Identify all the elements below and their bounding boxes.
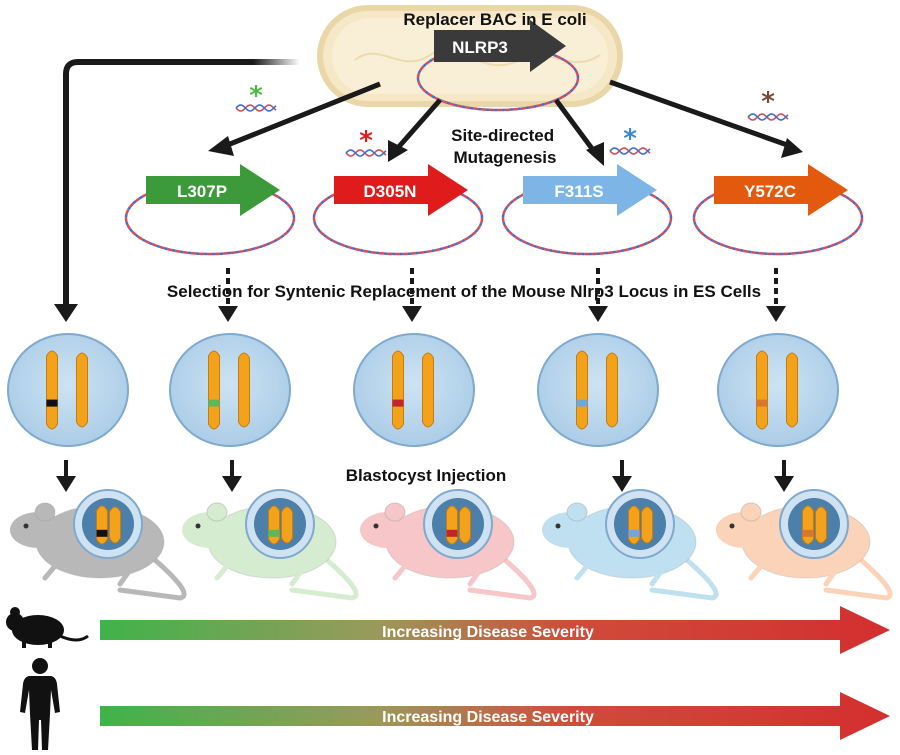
chromosome [76,352,88,428]
chromosome [446,505,458,545]
mutation-label: L307P [177,182,227,201]
mutation-band [268,529,280,537]
down-arrowhead [766,306,786,322]
chromosome [802,505,814,545]
mutation-band [46,399,58,407]
chromosome [606,352,618,428]
mutagenesis-arrows [224,79,791,156]
mutation-star-icon: * [623,124,637,154]
diagram-title: Replacer BAC in E coli [403,10,586,29]
mouse-severity-label: Increasing Disease Severity [382,624,594,641]
mouse [716,489,893,601]
down-arrowhead [588,306,608,322]
chromosome [208,350,220,430]
mouse [542,489,719,601]
wildtype-path-arrowhead [54,304,78,322]
es-cell [537,333,659,447]
chromosome [786,352,798,428]
chromosome [46,350,58,430]
human-severity-arrow [100,692,890,740]
mutation-label: Y572C [744,182,796,201]
mutant-plasmid-f311s: F311S [501,164,673,256]
mutant-arrow [714,164,848,216]
nlrp3-gene-arrow [434,20,566,72]
es-cell [169,333,291,447]
mutation-label: F311S [554,182,603,201]
mutant-plasmid-d305n: D305N [312,164,484,256]
mutation-band [802,529,814,537]
mutation-band [576,399,588,407]
mutation-band [756,399,768,407]
mutagenesis-label: Site-directed Mutagenesis [451,126,559,167]
es-cell [353,333,475,447]
chromosome [422,352,434,428]
mutation-star-icon: * [761,87,775,117]
mutation-band [628,529,640,537]
chromosome [756,350,768,430]
mutation-band [392,399,404,407]
mutagenesis-arrowheads [208,136,803,166]
mutation-star-icon: * [249,81,263,111]
mutation-band [208,399,220,407]
dna-icon [747,113,789,121]
down-arrowhead [218,306,238,322]
mutant-plasmid-l307p: L307P [124,164,296,256]
mutant-plasmid-y572c: Y572C [692,164,864,256]
human-silhouette-icon [20,658,60,750]
wildtype-path-arrow [63,59,300,312]
chromosome [268,505,280,545]
chromosome [641,506,653,544]
es-cell [717,333,839,447]
dna-icon [345,149,387,157]
dna-icon [235,104,277,112]
down-arrowhead [222,476,242,492]
chromosome [628,505,640,545]
es-cell [7,333,129,447]
mouse-silhouette-icon [6,607,89,648]
chromosome [392,350,404,430]
chromosome [281,506,293,544]
mouse-severity-arrow [100,606,890,654]
nlrp3-label: NLRP3 [452,38,508,57]
down-arrowhead [56,476,76,492]
mutant-arrow [146,164,280,216]
down-arrowhead [402,306,422,322]
chromosome [576,350,588,430]
mutation-band [96,529,108,537]
mutant-arrow [523,164,657,216]
mutation-star-icon: * [359,126,373,156]
chromosome [96,505,108,545]
chromosome [815,506,827,544]
chromosome [459,506,471,544]
chromosome [109,506,121,544]
down-arrowhead [774,476,794,492]
human-severity-label: Increasing Disease Severity [382,709,594,726]
dna-icon [609,147,651,155]
mutation-band [446,529,458,537]
blastocyst-label: Blastocyst Injection [346,466,507,485]
mouse [182,489,359,601]
selection-label: Selection for Syntenic Replacement of th… [167,282,761,301]
mutant-arrow [334,164,468,216]
mouse [10,489,187,601]
mutation-label: D305N [364,182,417,201]
chromosome [238,352,250,428]
down-arrowhead [612,476,632,492]
mouse [360,489,537,601]
